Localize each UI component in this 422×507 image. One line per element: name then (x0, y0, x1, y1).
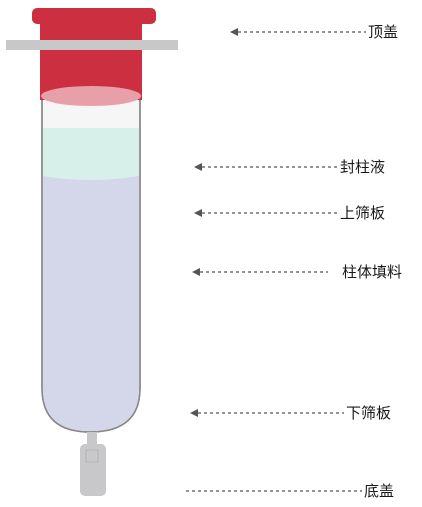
bottom-cap-body (80, 444, 106, 496)
label-bottom-cap: 底盖 (364, 482, 394, 500)
label-lower-frit-group: 下筛板 (190, 404, 391, 422)
column-packing-layer (43, 176, 139, 431)
label-upper-frit-group: 上筛板 (194, 204, 385, 222)
sealing-liquid-layer (43, 128, 139, 182)
column-packing-arrowhead (192, 268, 200, 276)
label-column-packing-group: 柱体填料 (192, 263, 402, 281)
label-upper-frit: 上筛板 (340, 204, 385, 222)
label-sealing-liquid-group: 封柱液 (194, 158, 385, 176)
top-cap-bottom-edge (41, 86, 141, 106)
label-top-cap-group: 顶盖 (230, 23, 398, 41)
lower-frit-arrowhead (190, 409, 198, 417)
sealing-liquid-arrowhead (194, 163, 202, 171)
bottom-cap-notch (85, 449, 99, 463)
top-cap-arrowhead (230, 28, 238, 36)
bottom-cap (80, 432, 106, 496)
column-tube (41, 95, 141, 433)
bottom-tip (87, 432, 97, 446)
upper-frit-arrowhead (194, 209, 202, 217)
label-top-cap: 顶盖 (368, 23, 398, 41)
top-cap (6, 8, 178, 106)
label-lower-frit: 下筛板 (346, 404, 391, 422)
label-sealing-liquid: 封柱液 (340, 158, 385, 176)
label-column-packing: 柱体填料 (342, 263, 402, 281)
column-flange (6, 40, 178, 50)
label-bottom-cap-group: 底盖 (186, 482, 394, 500)
